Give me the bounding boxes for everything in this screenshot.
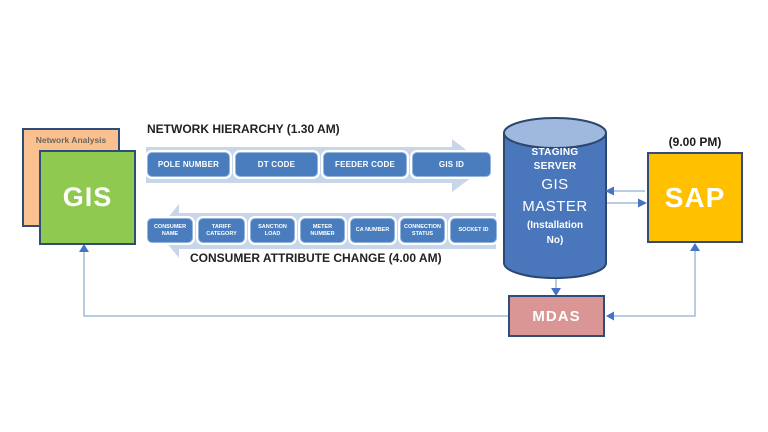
- gis-label: GIS: [62, 182, 113, 212]
- attribute-box-dt-code: DT CODE: [235, 152, 318, 177]
- attribute-box-connection-status: CONNECTION STATUS: [400, 218, 445, 243]
- staging-server-cylinder-top: [503, 117, 607, 149]
- server-line: SERVER: [533, 161, 577, 172]
- sap-schedule-label: (9.00 PM): [668, 135, 722, 149]
- connector-mdas-sap: [606, 243, 700, 321]
- attribute-box-tariff-category: TARIFF CATEGORY: [198, 218, 245, 243]
- connector-staging-to-mdas: [551, 279, 561, 296]
- staging-server-label-group: STAGING SERVER GIS MASTER (Installation …: [502, 146, 608, 248]
- attribute-box-gis-id: GIS ID: [412, 152, 491, 177]
- network-analysis-label: Network Analysis: [35, 135, 107, 145]
- connector-mdas-to-gis: [79, 244, 508, 317]
- attribute-box-socket-id: SOCKET ID: [450, 218, 497, 243]
- sap-box: SAP: [647, 152, 743, 243]
- attribute-box-consumer-name: CONSUMER NAME: [147, 218, 193, 243]
- connector-staging-to-sap: [607, 198, 647, 208]
- consumer-attribute-title: CONSUMER ATTRIBUTE CHANGE (4.00 AM): [190, 251, 442, 265]
- staging-server-cylinder-body: [503, 133, 607, 279]
- installation-line2: No): [546, 235, 564, 246]
- gis-box: GIS: [39, 150, 136, 245]
- attribute-box-meter-number: METER NUMBER: [300, 218, 345, 243]
- sap-label: SAP: [664, 181, 726, 213]
- attribute-box-ca-number: CA NUMBER: [350, 218, 395, 243]
- connector-sap-to-staging: [605, 186, 645, 196]
- attribute-box-feeder-code: FEEDER CODE: [323, 152, 407, 177]
- attribute-box-pole-number: POLE NUMBER: [147, 152, 230, 177]
- installation-line1: (Installation: [526, 220, 584, 231]
- gis-master-line2: MASTER: [522, 198, 588, 215]
- attribute-box-sanction-load: SANCTION LOAD: [250, 218, 295, 243]
- staging-line: STAGING: [531, 147, 579, 158]
- network-hierarchy-title: NETWORK HIERARCHY (1.30 AM): [147, 122, 340, 136]
- gis-master-line1: GIS: [541, 176, 569, 193]
- mdas-box: MDAS: [508, 295, 605, 337]
- mdas-label: MDAS: [532, 307, 581, 325]
